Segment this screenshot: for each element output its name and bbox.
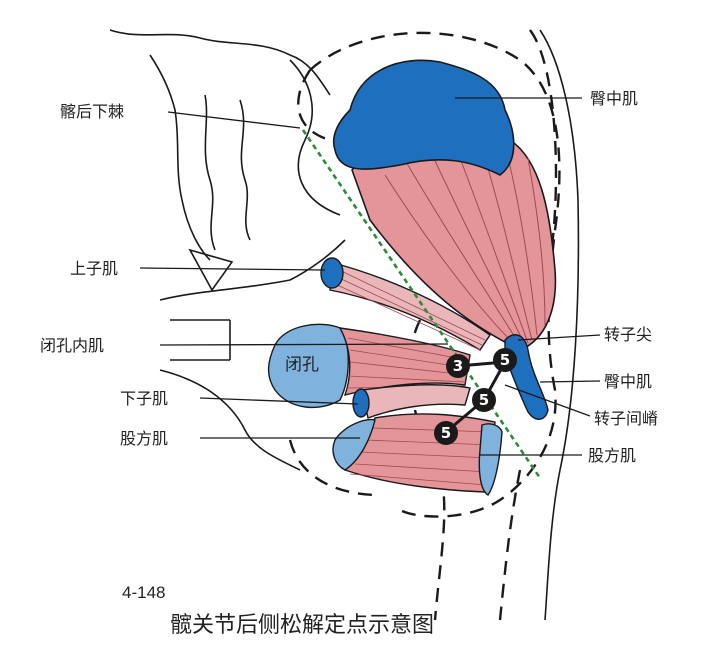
svg-text:5: 5 xyxy=(500,351,510,369)
point-marker-2: 5 xyxy=(493,348,517,372)
femur-outline xyxy=(539,29,580,621)
label-superior-gemellus: 上子肌 xyxy=(70,259,118,278)
label-gluteus-medius-right: 臀中肌 xyxy=(604,372,652,391)
label-quadratus-femoris-left: 股方肌 xyxy=(120,429,168,448)
svg-text:3: 3 xyxy=(453,357,463,375)
label-gluteus-medius-top: 臀中肌 xyxy=(590,89,638,108)
point-marker-1: 3 xyxy=(446,354,470,378)
figure-number: 4-148 xyxy=(122,583,165,602)
trochanter-tendon xyxy=(504,334,549,420)
superior-gemellus-muscle xyxy=(320,257,491,351)
quadratus-femoris-muscle xyxy=(332,413,503,496)
label-obturator-internus: 闭孔内肌 xyxy=(40,336,104,355)
label-ilio-posterior-inferior-spine: 髂后下棘 xyxy=(60,102,124,121)
label-greater-trochanter-tip: 转子尖 xyxy=(604,325,652,344)
gluteus-medius-origin xyxy=(332,59,515,176)
leader-lines xyxy=(139,97,601,456)
label-quadratus-femoris-right: 股方肌 xyxy=(588,446,636,465)
svg-text:5: 5 xyxy=(441,424,451,442)
label-intertrochanteric-crest: 转子间嵴 xyxy=(594,409,658,428)
figure-caption: 髋关节后侧松解定点示意图 xyxy=(170,613,434,638)
reference-line xyxy=(301,129,542,479)
svg-text:5: 5 xyxy=(479,391,489,409)
label-obturator-foramen: 闭孔 xyxy=(285,355,319,375)
point-marker-4: 5 xyxy=(434,421,458,445)
point-marker-3: 5 xyxy=(472,388,496,412)
label-inferior-gemellus: 下子肌 xyxy=(120,389,168,408)
inferior-gemellus-muscle xyxy=(352,383,471,419)
